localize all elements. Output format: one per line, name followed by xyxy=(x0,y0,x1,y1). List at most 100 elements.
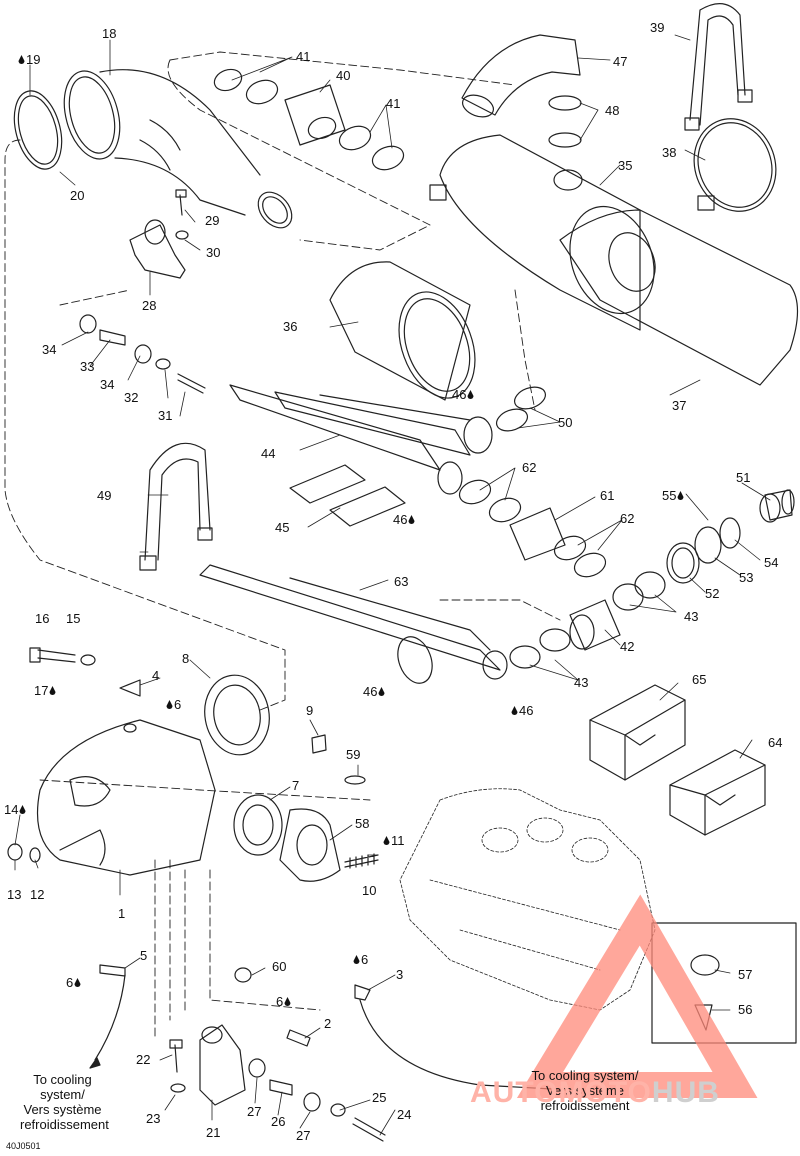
callout-37: 37 xyxy=(672,398,687,413)
callout-54: 54 xyxy=(764,555,779,570)
washer-30 xyxy=(175,230,189,240)
exhaust-pipes-44 xyxy=(229,384,493,495)
callout-61: 61 xyxy=(600,488,615,503)
bolt-24 xyxy=(352,1117,386,1142)
note-line: Vers système xyxy=(23,1102,102,1117)
callout-42: 42 xyxy=(620,639,635,654)
spring-10 xyxy=(344,853,379,869)
note-line: Vers système xyxy=(545,1083,625,1098)
callout-55: 55 xyxy=(662,488,685,503)
callout-35: 35 xyxy=(618,158,633,173)
hose-left xyxy=(89,974,126,1069)
bolt-29 xyxy=(175,189,187,216)
figure-code: 40J0501 xyxy=(6,1141,41,1151)
callout-46-c: 46 xyxy=(363,684,386,699)
callout-45: 45 xyxy=(275,520,290,535)
pads-45 xyxy=(289,464,406,527)
callout-46-a: 46 xyxy=(452,387,475,402)
callout-41-b: 41 xyxy=(386,96,401,111)
callout-6-b: 6 xyxy=(66,975,82,990)
callout-33: 33 xyxy=(80,359,95,374)
elbow-3 xyxy=(354,984,371,1001)
callout-46-d: 46 xyxy=(510,703,533,718)
callout-24: 24 xyxy=(397,1107,412,1122)
callout-47: 47 xyxy=(613,54,628,69)
bracket-28 xyxy=(129,219,186,279)
callout-30: 30 xyxy=(206,245,221,260)
note-line: To cooling xyxy=(33,1072,92,1087)
note-line: refroidissement xyxy=(20,1117,109,1132)
clamp-62 xyxy=(458,479,607,578)
callout-31: 31 xyxy=(158,408,173,423)
callout-59: 59 xyxy=(346,747,361,762)
callout-1: 1 xyxy=(118,906,126,921)
exhaust-manifold-1 xyxy=(37,719,216,876)
callout-46-b: 46 xyxy=(393,512,416,527)
outlet-fitting-51 xyxy=(759,489,795,523)
note-line: refroidissement xyxy=(540,1098,630,1113)
note-line: system/ xyxy=(40,1087,85,1102)
callout-58: 58 xyxy=(355,816,370,831)
callout-21: 21 xyxy=(206,1125,221,1140)
drop-icon xyxy=(166,700,173,709)
bolt-16-15 xyxy=(29,647,96,666)
callout-53: 53 xyxy=(739,570,754,585)
callout-11-text: 11 xyxy=(391,833,405,848)
callout-16: 16 xyxy=(35,611,50,626)
note-cooling-right: To cooling system/ Vers système refroidi… xyxy=(515,1068,655,1113)
callout-46-b-text: 46 xyxy=(393,512,408,527)
callout-18: 18 xyxy=(102,26,117,41)
drop-icon xyxy=(383,836,390,845)
callout-14-text: 14 xyxy=(4,802,19,817)
clamp-50 xyxy=(495,386,547,432)
callout-52: 52 xyxy=(705,586,720,601)
muffler-35 xyxy=(429,134,641,331)
drop-icon xyxy=(74,978,81,987)
clamp-43 xyxy=(509,571,666,669)
pipe-47 xyxy=(461,34,581,118)
callout-8: 8 xyxy=(182,651,190,666)
callout-28: 28 xyxy=(142,298,157,313)
callout-38: 38 xyxy=(662,145,677,160)
callout-11: 11 xyxy=(382,833,405,848)
rings-52-55 xyxy=(666,517,741,584)
callout-41-a: 41 xyxy=(296,49,311,64)
watermark-text: AUTOMOTOHUB xyxy=(470,1076,720,1110)
fitting-2 xyxy=(286,1029,311,1047)
callout-63: 63 xyxy=(394,574,409,589)
spacers-25-27 xyxy=(248,1058,346,1117)
watermark-part1: AUTOMOTO xyxy=(470,1076,652,1109)
callout-32: 32 xyxy=(124,390,139,405)
drop-icon xyxy=(18,55,25,64)
callout-51: 51 xyxy=(736,470,751,485)
clamp-48 xyxy=(548,95,582,148)
callout-10: 10 xyxy=(362,883,377,898)
plug-60 xyxy=(234,967,252,983)
callout-29: 29 xyxy=(205,213,220,228)
callout-49: 49 xyxy=(97,488,112,503)
washer-23 xyxy=(170,1083,186,1093)
watermark-part2: HUB xyxy=(651,1076,720,1109)
callout-46-d-text: 46 xyxy=(519,703,534,718)
resonator-36 xyxy=(329,261,476,401)
callout-2: 2 xyxy=(324,1016,332,1031)
callout-17-text: 17 xyxy=(34,683,49,698)
callout-44: 44 xyxy=(261,446,276,461)
callout-9: 9 xyxy=(306,703,314,718)
callout-6-c: 6 xyxy=(352,952,368,967)
callout-39: 39 xyxy=(650,20,665,35)
band-38 xyxy=(693,118,777,212)
fitting-4 xyxy=(119,679,141,697)
callout-7: 7 xyxy=(292,778,300,793)
clip-59 xyxy=(344,775,366,785)
gasket-7 xyxy=(233,794,283,856)
drop-icon xyxy=(511,706,518,715)
callout-19-text: 19 xyxy=(26,52,41,67)
drop-icon xyxy=(467,390,474,399)
callout-6-d: 6 xyxy=(276,994,292,1009)
callout-12: 12 xyxy=(30,887,45,902)
callout-62-a: 62 xyxy=(522,460,537,475)
callout-17: 17 xyxy=(34,683,57,698)
